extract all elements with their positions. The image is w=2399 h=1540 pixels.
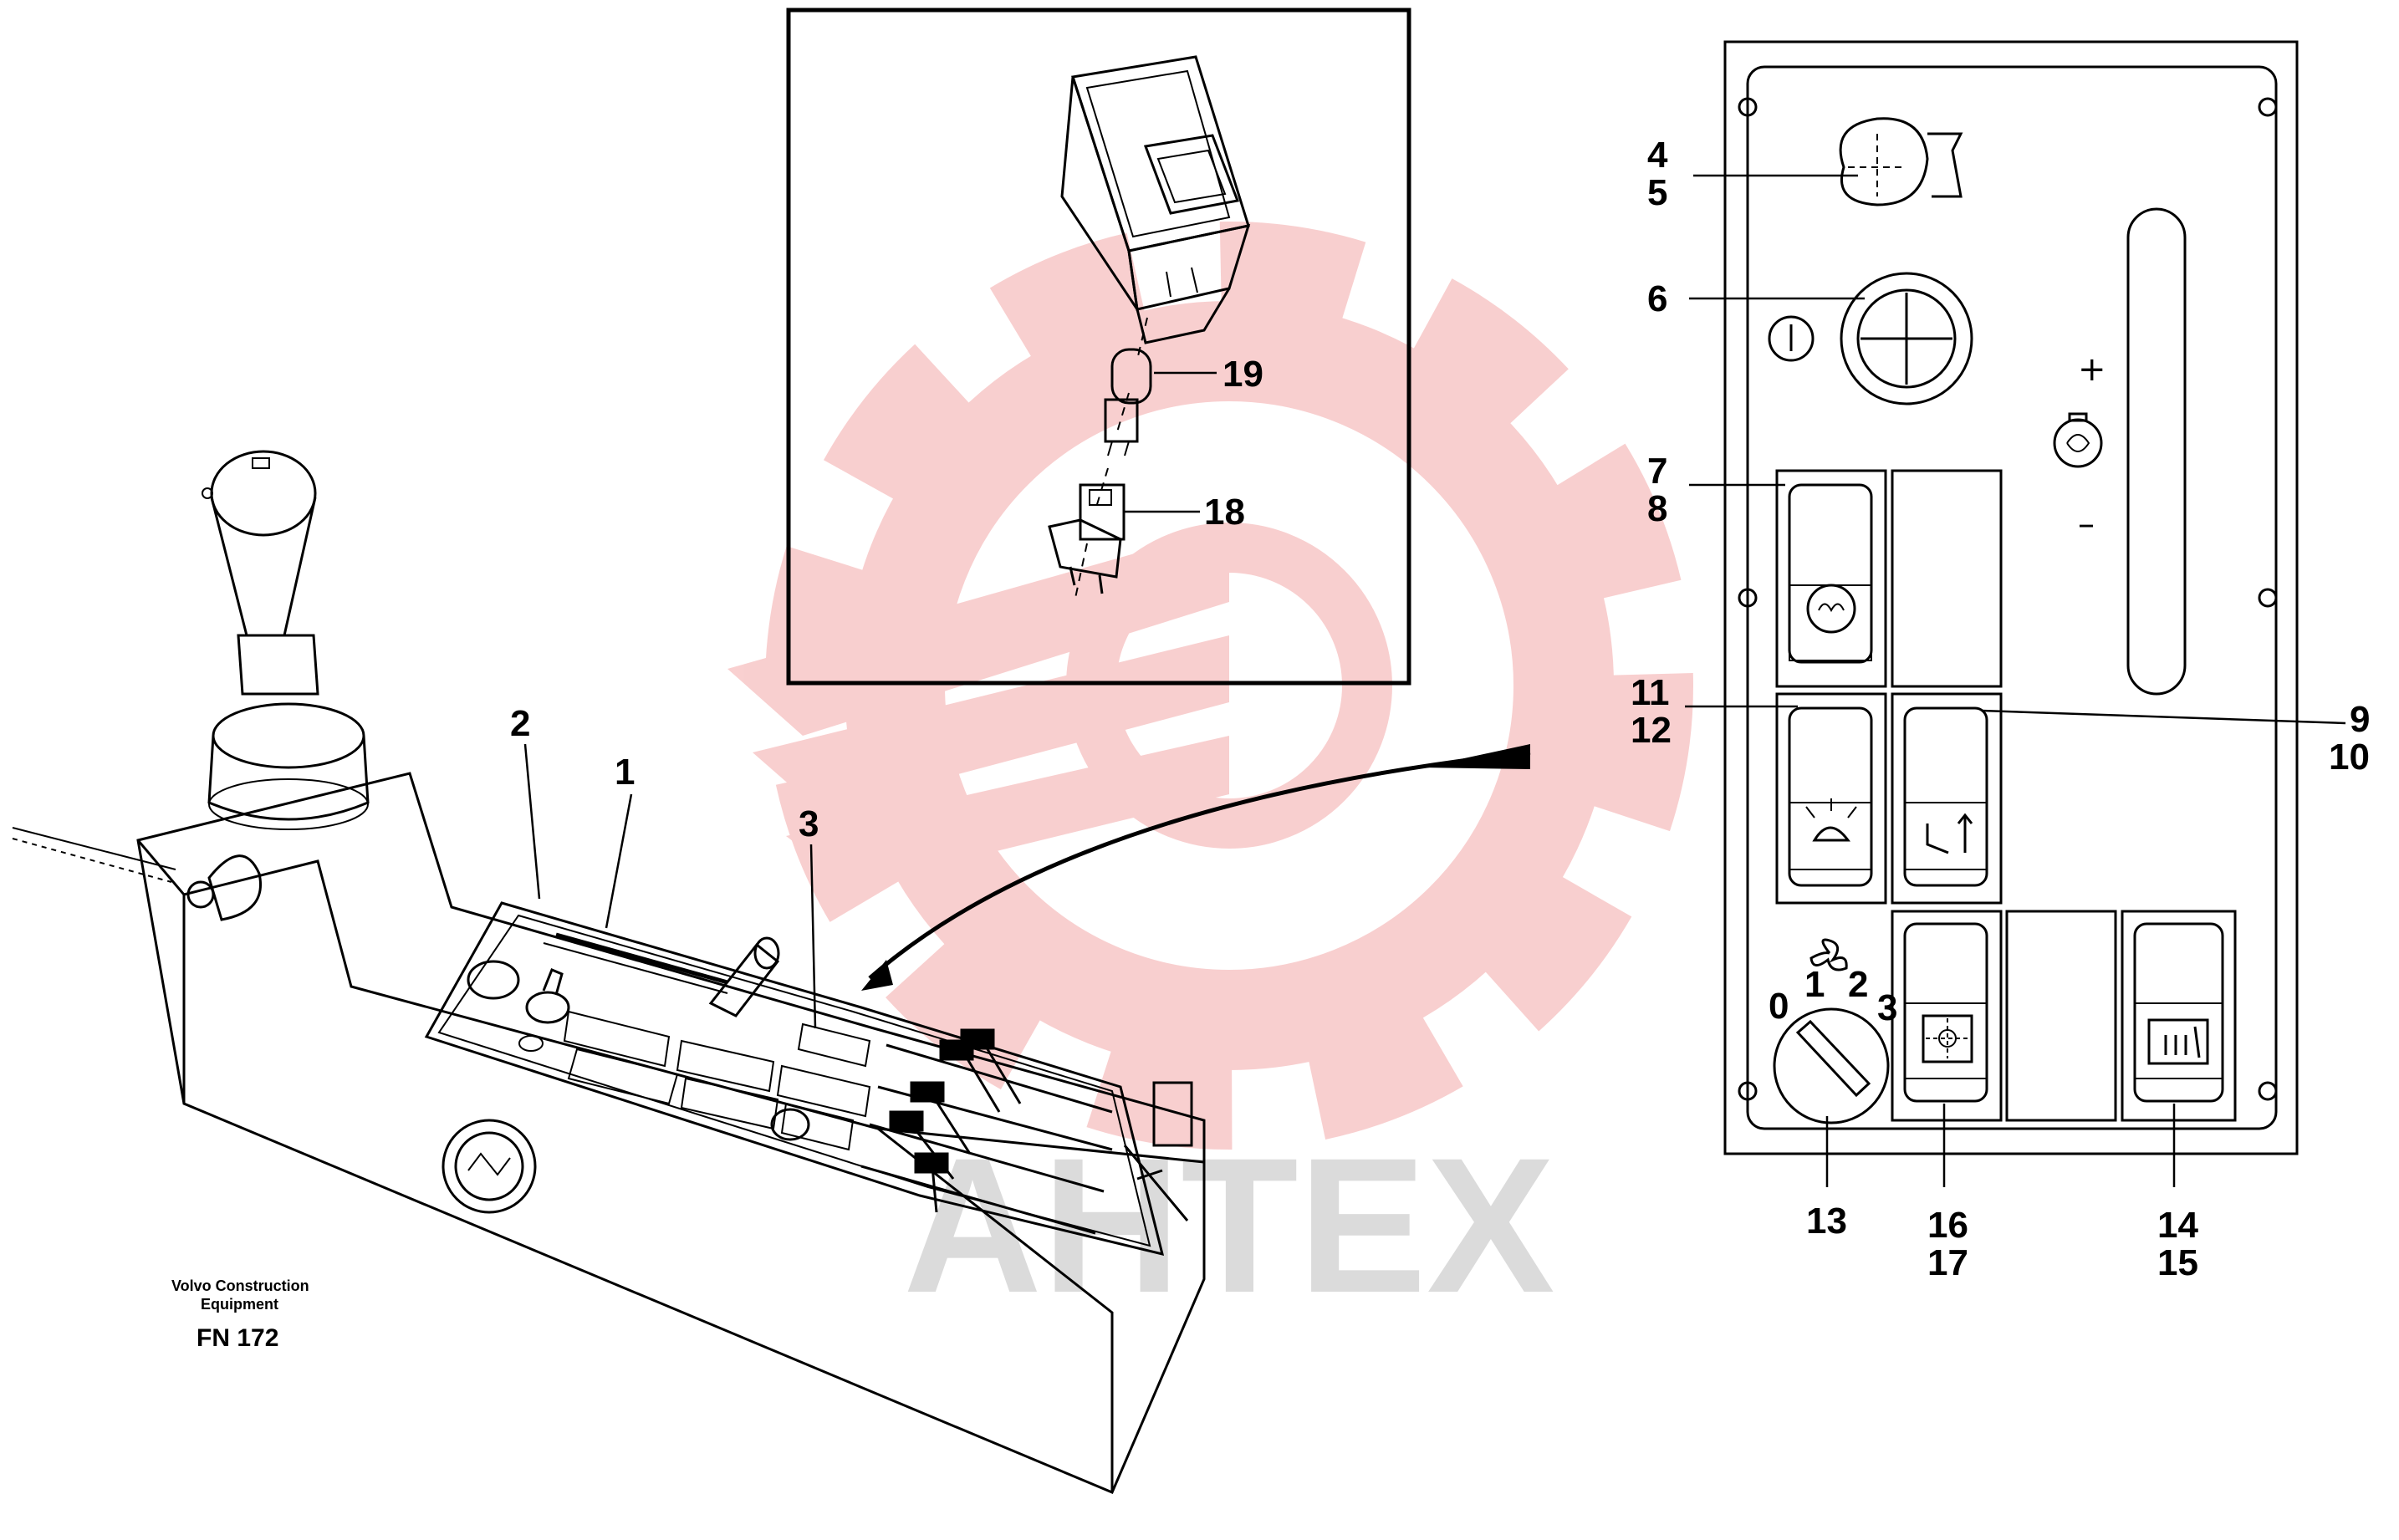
engine-speed-icon	[2053, 412, 2103, 468]
quick-coupler-icon	[1926, 813, 1973, 854]
glow-plug-icon	[1806, 584, 1856, 634]
caption-maker-line2: Equipment	[201, 1296, 278, 1313]
callout-3: 3	[799, 803, 819, 844]
switch-panel-front-view: + –	[1685, 40, 2346, 1187]
work-light-icon	[1805, 798, 1857, 842]
seat-heater-icon	[2147, 1018, 2209, 1065]
operator-control-console	[12, 450, 1206, 1494]
callout-4: 4	[1647, 135, 1668, 176]
callout-19: 19	[1222, 354, 1263, 395]
callout-13: 13	[1806, 1201, 1847, 1242]
minus-sign: –	[2078, 505, 2095, 543]
watermark-text: AHTEX	[903, 1118, 1555, 1333]
callout-18: 18	[1204, 492, 1245, 533]
callout-14: 14	[2157, 1205, 2198, 1246]
callout-15: 15	[2157, 1242, 2198, 1283]
switch-detail-inset	[786, 8, 1411, 686]
rocker-switch-drawing	[1060, 55, 1251, 344]
callout-2: 2	[510, 703, 530, 744]
bulb-drawing	[1104, 348, 1152, 456]
fan-speed-dial	[1773, 938, 1890, 1124]
caption-figure-code: FN 172	[197, 1324, 278, 1352]
callout-17: 17	[1927, 1242, 1968, 1283]
watermark-gear-logo	[727, 222, 1693, 1150]
fan-dial-position-0: 0	[1769, 986, 1789, 1027]
callout-8: 8	[1647, 488, 1667, 529]
fan-dial-position-2: 2	[1848, 964, 1868, 1005]
figure-caption: Volvo Construction Equipment FN 172	[171, 1277, 309, 1352]
callout-labels: 1 2 3 4 5 6 7 8 9 10 11 12 13 14 15 16 1…	[510, 135, 2370, 1283]
callout-9: 9	[2350, 699, 2370, 740]
ignition-key-switch	[1768, 272, 1973, 405]
callout-5: 5	[1647, 172, 1667, 213]
callout-11: 11	[1631, 672, 1670, 713]
callout-6: 6	[1647, 278, 1667, 319]
callout-10: 10	[2329, 737, 2370, 778]
defroster-icon	[1922, 1014, 1973, 1063]
callout-16: 16	[1927, 1205, 1968, 1246]
socket-cap	[1839, 117, 1963, 207]
fan-dial-position-1: 1	[1804, 964, 1825, 1005]
caption-maker-line1: Volvo Construction	[171, 1277, 309, 1294]
plus-sign: +	[2078, 350, 2106, 389]
callout-7: 7	[1647, 451, 1667, 492]
callout-1: 1	[615, 752, 635, 793]
joystick-drawing	[202, 450, 370, 830]
callout-12: 12	[1631, 710, 1672, 751]
curved-pointer-arrow	[861, 744, 1531, 991]
fan-dial-position-3: 3	[1877, 987, 1897, 1028]
